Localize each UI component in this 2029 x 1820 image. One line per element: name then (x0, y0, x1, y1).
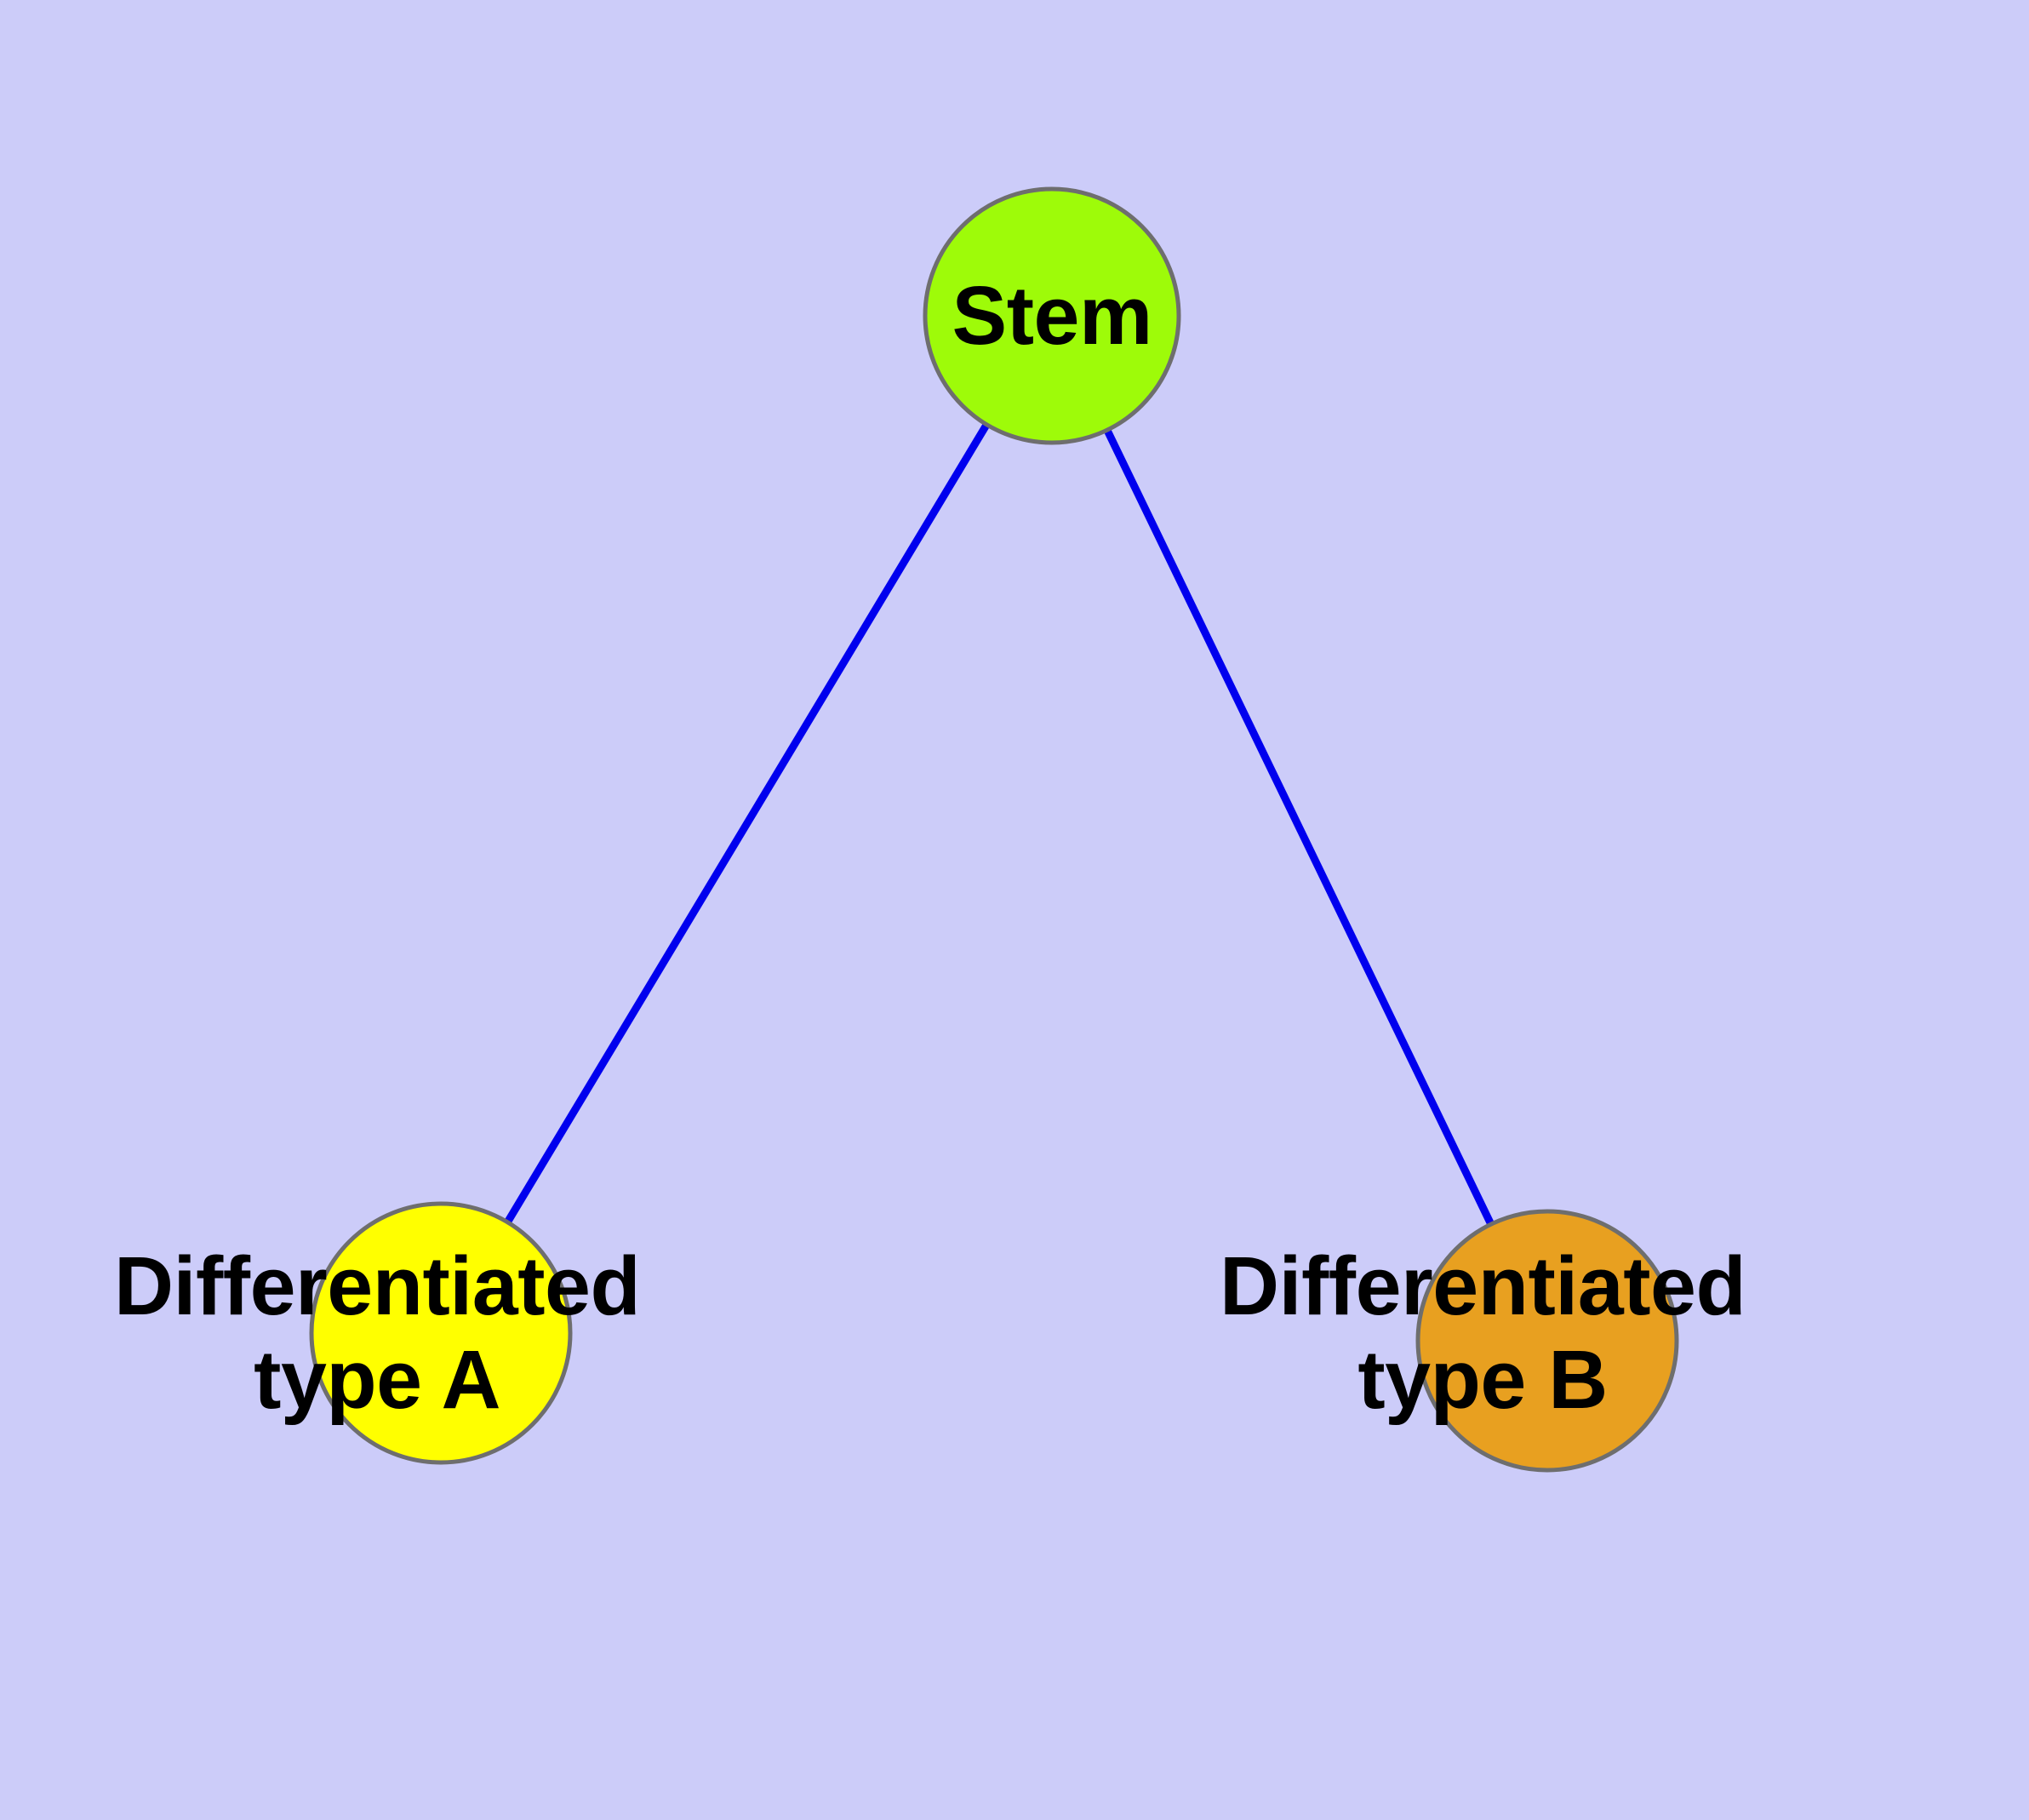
graph-node-stem[interactable] (923, 186, 1181, 445)
graph-edge[interactable] (502, 419, 992, 1228)
edges-layer (502, 419, 1496, 1229)
graph-node-diff_a[interactable] (309, 1201, 573, 1465)
nodes-layer (309, 186, 1679, 1473)
graph-node-diff_b[interactable] (1415, 1209, 1679, 1473)
graph-edge[interactable] (1102, 425, 1496, 1229)
